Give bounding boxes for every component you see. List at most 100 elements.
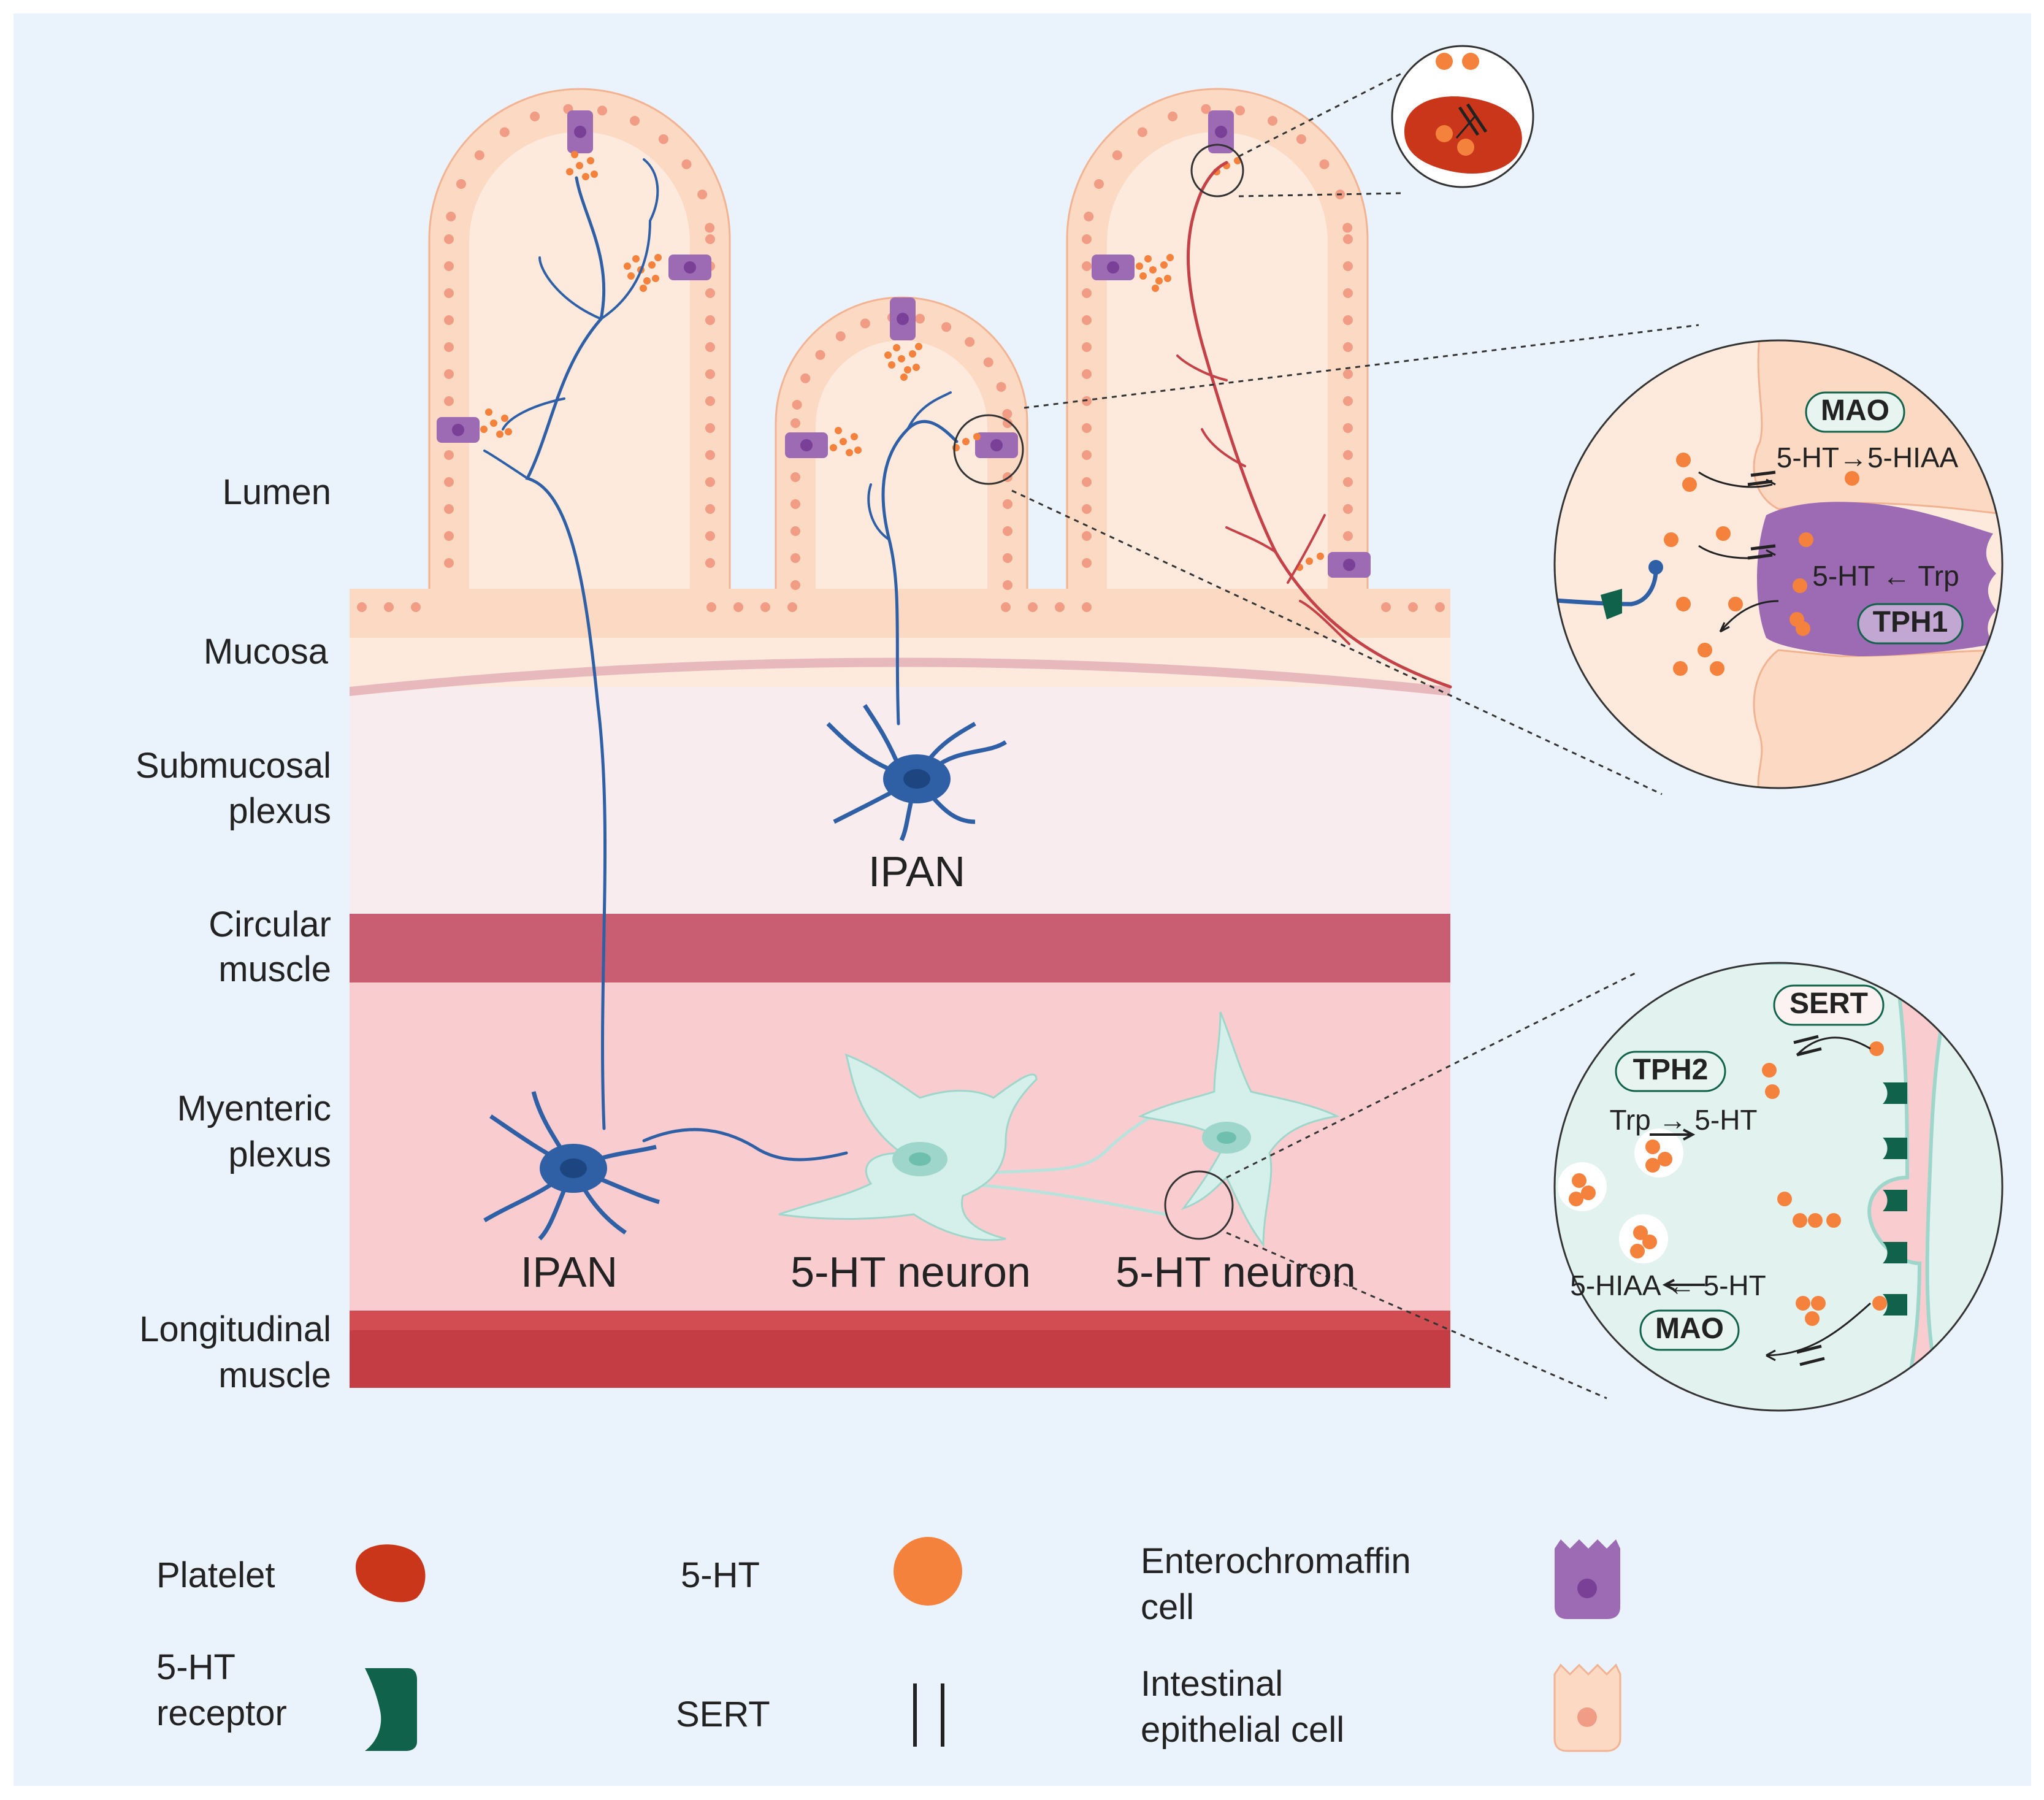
epithelial-nucleus xyxy=(790,472,800,482)
serotonin-dot xyxy=(1793,1213,1807,1228)
serotonin-dot xyxy=(1869,1041,1884,1056)
legend-ec-label-1: Enterochromaffin xyxy=(1141,1541,1411,1581)
serotonin-granule xyxy=(582,173,589,180)
epithelial-nucleus xyxy=(444,342,454,352)
epithelial-nucleus xyxy=(384,602,394,612)
neuron-labels: IPAN IPAN 5-HT neuron 5-HT neuron xyxy=(521,848,1356,1296)
serotonin-dot xyxy=(1664,532,1678,547)
mao-label-box xyxy=(1805,391,1905,433)
ec-cell xyxy=(1208,110,1234,153)
sensory-branches-red xyxy=(1176,354,1350,645)
serotonin-granule xyxy=(915,343,922,350)
label-circular-1: Circular xyxy=(209,905,331,944)
serotonin-dot xyxy=(1569,1192,1583,1206)
mao-label-synapse: MAO xyxy=(1655,1312,1724,1345)
synapse-inset: SERT TPH2 Trp → 5-HT 5-HIAA ← 5-HT MAO xyxy=(1553,962,2004,1412)
epithelial-nucleus xyxy=(790,580,800,590)
epithelial-nucleus xyxy=(815,350,825,360)
serotonin-granule xyxy=(643,277,651,285)
serotonin-granule xyxy=(632,255,640,262)
tph1-label: TPH1 xyxy=(1873,606,1948,638)
epithelium-floor xyxy=(350,589,1450,626)
epithelial-nucleus xyxy=(1082,261,1092,271)
epithelial-nucleus xyxy=(1082,288,1092,298)
layer-labels: Lumen Mucosa Submucosal plexus Circular … xyxy=(136,472,331,1395)
label-ht-neuron-2: 5-HT neuron xyxy=(1116,1248,1356,1296)
serotonin-granule xyxy=(1136,262,1143,270)
ec-cell xyxy=(567,110,593,153)
epithelial-nucleus xyxy=(1343,261,1353,271)
villus-2-core xyxy=(816,340,987,607)
serotonin-dot xyxy=(1645,1158,1660,1173)
serotonin-granule xyxy=(893,344,900,351)
epithelial-nucleus xyxy=(1343,288,1353,298)
ec-cell xyxy=(668,255,711,280)
serotonin-granule xyxy=(904,366,911,373)
label-longitudinal-1: Longitudinal xyxy=(139,1309,331,1349)
legend-ht-label: 5-HT xyxy=(681,1555,760,1595)
epithelial-nucleus xyxy=(800,373,811,383)
epithelial-nucleus xyxy=(790,526,800,536)
ec-inset-arrows xyxy=(1698,470,1779,633)
epithelial-nucleus xyxy=(1082,531,1092,541)
epithelial-nucleus xyxy=(444,315,454,325)
serotonin-dot xyxy=(1799,532,1813,547)
serotonin-dot xyxy=(1796,621,1810,636)
label-ht-neuron-1: 5-HT neuron xyxy=(790,1248,1031,1296)
epithelial-nucleus xyxy=(499,127,510,137)
legend-receptor-label-1: 5-HT xyxy=(156,1647,235,1687)
serotonin-dot xyxy=(1630,1244,1645,1258)
zoom-marker-ec xyxy=(953,414,1024,485)
epithelial-nucleus xyxy=(630,115,640,126)
epithelial-nucleus xyxy=(1112,150,1122,161)
serotonin-dot xyxy=(1845,471,1859,486)
serotonin-granule xyxy=(624,262,631,270)
synapse-arrows xyxy=(1650,1035,1872,1366)
ec-cell xyxy=(975,432,1018,458)
epithelial-nucleus xyxy=(1343,423,1353,433)
epithelial-nucleus xyxy=(760,602,770,612)
epithelial-nucleus xyxy=(1343,450,1353,460)
ipan-axon-long xyxy=(525,176,607,1130)
epithelial-nucleus xyxy=(1082,315,1092,325)
mao-reaction-synapse: 5-HIAA ← 5-HT xyxy=(1570,1270,1766,1301)
epithelial-nucleus xyxy=(1168,111,1178,121)
epithelial-nucleus xyxy=(1084,212,1094,222)
serotonin-granule xyxy=(480,426,488,433)
serotonin-granule xyxy=(973,433,981,440)
epithelial-nucleus xyxy=(681,159,692,169)
label-submucosal-2: plexus xyxy=(228,791,331,831)
epithelial-nucleus xyxy=(1001,602,1011,612)
legend-ec-label-2: cell xyxy=(1141,1587,1194,1627)
serotonin-granule xyxy=(485,408,492,416)
serotonin-dot xyxy=(1676,597,1691,611)
serotonin-granule xyxy=(571,151,578,158)
serotonin-dot xyxy=(1793,578,1807,593)
epithelial-nucleus xyxy=(790,418,800,428)
serotonin-granule xyxy=(854,446,862,454)
epithelial-nucleus xyxy=(1002,408,1012,419)
epithelial-nucleus xyxy=(705,423,715,433)
epithelial-nucleus xyxy=(1082,450,1092,460)
serotonin-granule xyxy=(652,275,659,282)
label-submucosal-1: Submucosal xyxy=(136,746,331,786)
epithelial-nucleus xyxy=(1342,223,1353,233)
legend-iec-label-2: epithelial cell xyxy=(1141,1710,1344,1750)
epithelial-nucleus xyxy=(456,178,466,189)
epithelial-nucleus xyxy=(835,331,846,342)
epithelial-nucleus xyxy=(1268,115,1278,126)
epithelial-nucleus xyxy=(705,369,715,379)
epithelial-nucleus xyxy=(1319,159,1330,169)
tph2-label-box xyxy=(1615,1051,1726,1092)
epithelial-nucleus xyxy=(705,234,715,244)
epithelial-nucleus xyxy=(1343,369,1353,379)
legend-receptor-label-2: receptor xyxy=(156,1693,287,1733)
serotonin-granules xyxy=(480,151,1324,571)
serotonin-dot xyxy=(1826,1213,1841,1228)
serotonin-granule xyxy=(505,428,512,435)
label-mucosa: Mucosa xyxy=(204,632,329,672)
epithelial-nucleus xyxy=(1201,104,1211,114)
zoom-marker-synapse xyxy=(1164,1170,1234,1240)
epithelial-nucleus xyxy=(1082,342,1092,352)
serotonin-dot xyxy=(1581,1185,1596,1200)
